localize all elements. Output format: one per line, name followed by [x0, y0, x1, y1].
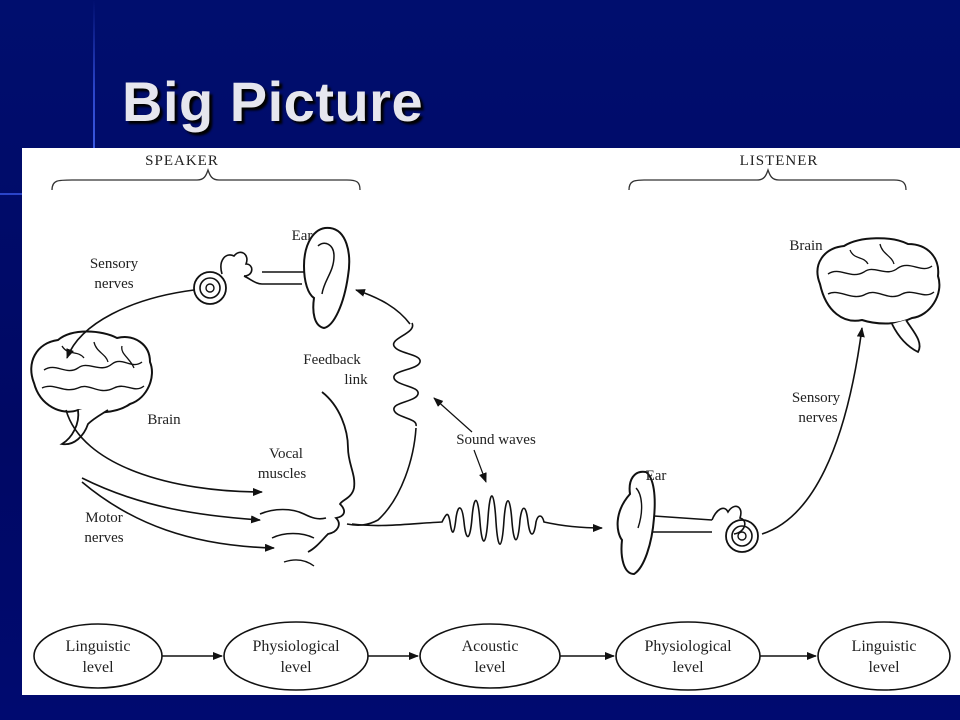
listener-sensory-label-line1: Sensory [792, 390, 841, 406]
decorative-horizontal-line [0, 193, 22, 195]
speaker-ear-label: Ear [292, 228, 313, 244]
level-3-line2: level [474, 659, 506, 676]
sound-waves-pointer-down [473, 449, 487, 483]
feedback-label-line1: Feedback [303, 352, 361, 368]
listener-brace [628, 167, 907, 191]
listener-brain-icon [816, 237, 941, 354]
vocal-muscles-label-line1: Vocal [269, 446, 303, 462]
level-4-line1: Physiological [644, 638, 732, 655]
level-4-line2: level [672, 659, 704, 676]
listener-ear-icon [616, 470, 759, 576]
feedback-label-line2: link [344, 372, 368, 388]
speaker-brace [51, 167, 361, 191]
speaker-sensory-label-line1: Sensory [90, 256, 139, 272]
vocal-muscles-label-line2: muscles [258, 466, 306, 482]
decorative-vertical-line [93, 0, 95, 148]
speaker-brain-icon [30, 330, 153, 446]
motor-nerve-line-2 [81, 477, 261, 524]
levels-row: Linguistic level Physiological level Aco… [33, 621, 951, 691]
level-ellipse-1 [33, 623, 163, 689]
level-2-line2: level [280, 659, 312, 676]
feedback-arrow-line [355, 289, 411, 325]
feedback-link-wave [393, 322, 421, 427]
level-1-line2: level [82, 659, 114, 676]
speaker-header: SPEAKER [145, 153, 219, 169]
level-5-line1: Linguistic [852, 638, 917, 655]
level-ellipse-2 [223, 621, 369, 691]
level-ellipse-3 [419, 623, 561, 689]
speaker-sensory-nerve-line [66, 289, 195, 359]
level-ellipse-5 [817, 621, 951, 691]
sound-waves-label: Sound waves [456, 432, 536, 448]
sound-waves-pointer-up [433, 397, 473, 433]
level-1-line1: Linguistic [66, 638, 131, 655]
motor-nerve-line-3 [81, 481, 275, 552]
listener-ear-label: Ear [646, 468, 667, 484]
level-ellipse-4 [615, 621, 761, 691]
acoustic-sound-wave [351, 495, 603, 545]
feedback-link-to-mouth [346, 427, 417, 526]
listener-brain-label: Brain [789, 238, 823, 254]
level-5-line2: level [868, 659, 900, 676]
motor-nerves-label-line1: Motor [85, 510, 123, 526]
speaker-sensory-label-line2: nerves [94, 276, 133, 292]
level-3-line1: Acoustic [462, 638, 519, 655]
speaker-face-icon [259, 391, 356, 567]
speaker-ear-icon [193, 226, 351, 330]
listener-sensory-label-line2: nerves [798, 410, 837, 426]
speech-chain-diagram: SPEAKER LISTENER [22, 148, 960, 695]
level-2-line1: Physiological [252, 638, 340, 655]
slide-title: Big Picture [122, 70, 424, 133]
speaker-brain-label: Brain [147, 412, 181, 428]
listener-header: LISTENER [740, 153, 819, 169]
motor-nerve-line-1 [65, 409, 263, 496]
listener-sensory-nerve-line [761, 327, 865, 535]
motor-nerves-label-line2: nerves [84, 530, 123, 546]
